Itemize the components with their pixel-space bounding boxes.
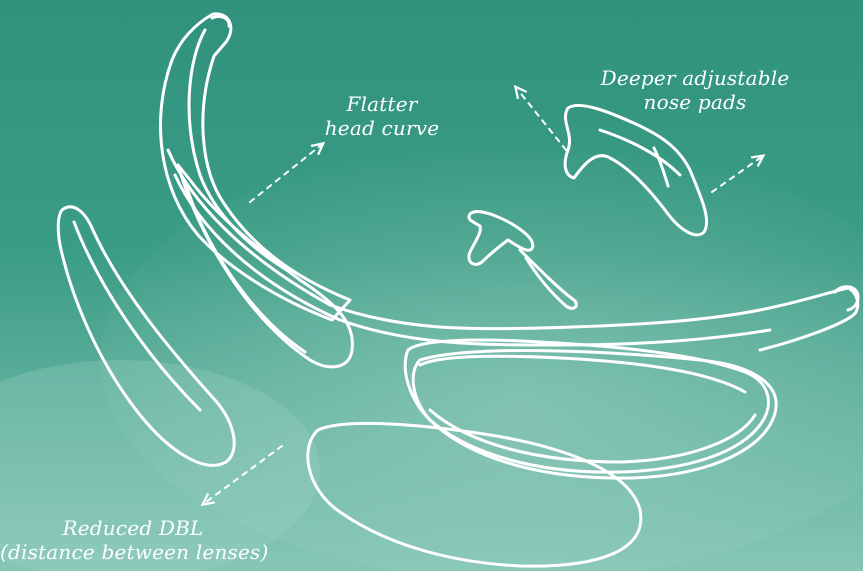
label-reduced-dbl: Reduced DBL (distance between lenses) <box>0 516 266 564</box>
label-head-line1: Flatter <box>322 92 442 116</box>
label-nose-pads: Deeper adjustable nose pads <box>600 66 790 114</box>
label-nose-line2: nose pads <box>600 90 790 114</box>
label-head-line2: head curve <box>322 116 442 140</box>
label-dbl-line2: (distance between lenses) <box>0 540 266 564</box>
label-dbl-line1: Reduced DBL <box>0 516 266 540</box>
label-flatter-head-curve: Flatter head curve <box>322 92 442 140</box>
label-nose-line1: Deeper adjustable <box>600 66 790 90</box>
